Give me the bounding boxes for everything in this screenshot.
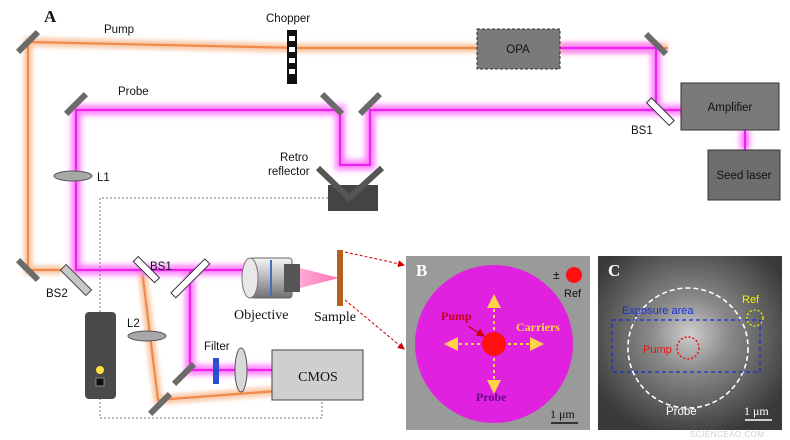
mirror-5 <box>357 91 383 117</box>
panel-b-letter: B <box>416 261 427 280</box>
probe-circle <box>627 287 749 409</box>
panel-b-ref-label: Ref <box>564 288 582 300</box>
pump-circle <box>676 336 700 360</box>
panel-c-scale-label: 1 μm <box>744 404 769 418</box>
objective-lens <box>241 257 300 299</box>
sample-slide <box>337 250 343 306</box>
panel-c: C Exposure area Pump Ref Probe 1 μm SCIE… <box>598 256 782 439</box>
focus-cone <box>300 268 339 288</box>
panel-c-probe-label: Probe <box>666 406 697 418</box>
cmos-label: CMOS <box>298 370 338 385</box>
dichroic-splitter <box>170 258 211 299</box>
bs1-right-label: BS1 <box>631 125 653 137</box>
panel-b-scale-label: 1 μm <box>550 407 575 421</box>
watermark: SCIENCEAO.COM <box>690 430 765 439</box>
tube-lens <box>234 347 248 393</box>
filter <box>213 358 219 384</box>
mirror-8 <box>147 391 173 417</box>
seed-laser-box <box>707 149 781 201</box>
chopper <box>287 30 297 84</box>
probe-label: Probe <box>118 86 149 98</box>
ref-circle <box>746 309 764 327</box>
filter-label: Filter <box>204 341 230 353</box>
panel-c-ref-label: Ref <box>742 294 760 306</box>
bs1-left-label: BS1 <box>150 261 172 273</box>
exposure-area-label: Exposure area <box>622 305 694 317</box>
panel-b-carriers-label: Carriers <box>516 320 560 334</box>
control-lines <box>99 197 328 419</box>
amplifier-label: Amplifier <box>708 102 753 114</box>
bs1-left-splitter <box>132 255 161 284</box>
opa-box <box>476 28 561 70</box>
amplifier-box <box>680 82 780 131</box>
l2-label: L2 <box>127 318 140 330</box>
lens-l1 <box>53 170 93 182</box>
sample-label: Sample <box>314 310 356 325</box>
exposure-area-box <box>611 319 761 373</box>
mirror-6 <box>643 31 669 57</box>
panel-b-pump-label: Pump <box>441 309 472 323</box>
cmos-box <box>271 349 364 401</box>
ref-spot <box>566 267 582 283</box>
lens-l2 <box>127 330 167 342</box>
controller-device <box>85 312 116 399</box>
panel-b: B Pump Carriers Probe ± Ref 1 μm <box>406 256 590 430</box>
l1-label: L1 <box>97 172 110 184</box>
pump-label: Pump <box>104 24 134 36</box>
bs2-splitter <box>59 263 93 297</box>
opa-label: OPA <box>506 44 530 56</box>
objective-label: Objective <box>234 308 288 323</box>
mirror-1 <box>15 29 41 55</box>
mirror-2 <box>15 257 41 283</box>
mirror-7 <box>171 361 197 387</box>
pump-spot <box>482 332 506 356</box>
retro-label-1: Retro <box>280 152 308 164</box>
bs2-label: BS2 <box>46 288 68 300</box>
seed-laser-label: Seed laser <box>717 170 772 182</box>
panel-c-pump-label: Pump <box>643 344 672 356</box>
bs1-right-splitter <box>645 97 675 127</box>
chopper-label: Chopper <box>266 13 310 25</box>
retro-reflector <box>315 165 385 211</box>
panel-b-plusminus: ± <box>553 268 560 282</box>
mirrors <box>15 29 669 417</box>
zoom-guides <box>344 251 405 350</box>
mirror-4 <box>319 91 345 117</box>
retro-label-2: reflector <box>268 166 310 178</box>
panel-a-letter: A <box>44 7 57 26</box>
mirror-3 <box>63 91 89 117</box>
panel-c-letter: C <box>608 261 620 280</box>
panel-b-probe-label: Probe <box>476 390 507 404</box>
